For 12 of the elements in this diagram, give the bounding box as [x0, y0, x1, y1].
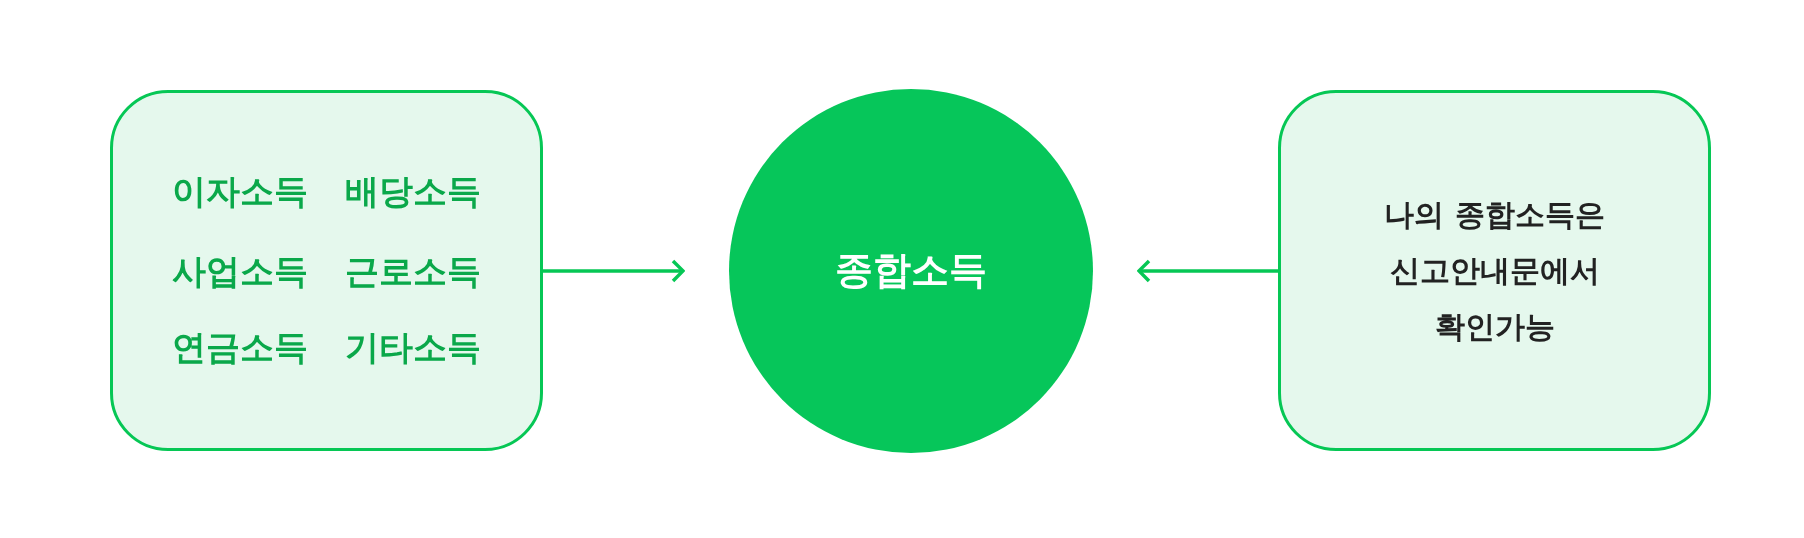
category-label: 연금소득 [172, 328, 308, 368]
category-label: 사업소득 [172, 252, 308, 292]
circle-label: 종합소득 [835, 249, 987, 293]
category-label: 근로소득 [345, 252, 481, 292]
note-box [1278, 90, 1711, 451]
category-label: 기타소득 [345, 328, 481, 368]
note-text: 나의 종합소득은 신고안내문에서 확인가능 [1383, 195, 1606, 346]
arrow [543, 259, 685, 283]
category-label: 이자소득 [172, 172, 308, 212]
arrow [1137, 259, 1278, 283]
category-label: 배당소득 [345, 172, 481, 212]
category-box [110, 90, 543, 451]
